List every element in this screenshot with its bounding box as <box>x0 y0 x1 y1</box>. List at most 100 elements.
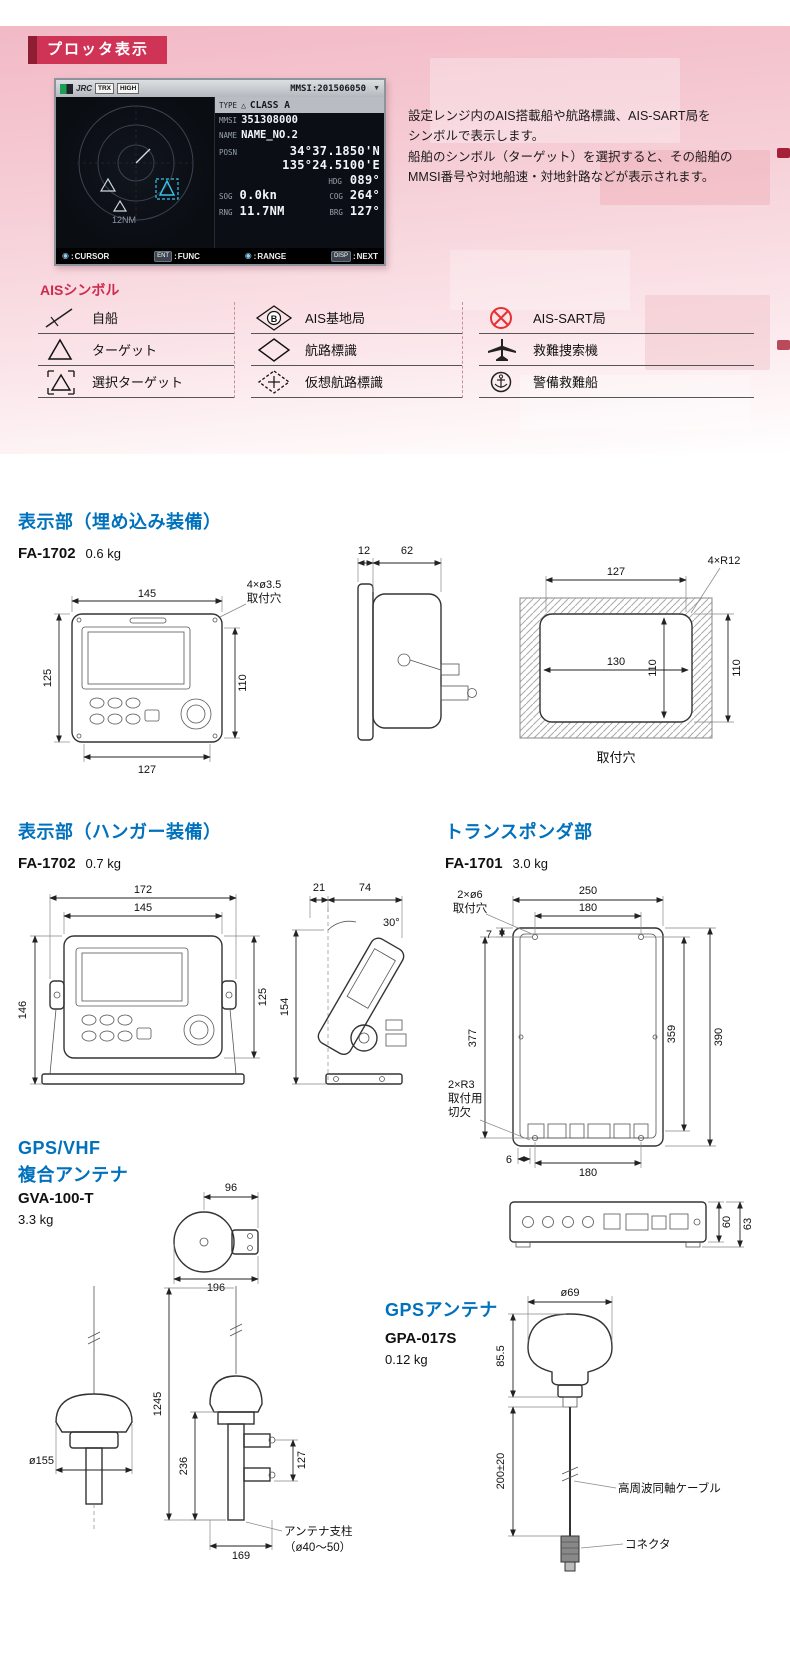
brand-label: JRC <box>76 84 93 93</box>
dim-cutout-top: 127 <box>607 566 625 578</box>
symbol-column-3: AIS-SART局 救難捜索機 警備救難船 <box>462 302 754 398</box>
transponder-bottom-body <box>509 1201 707 1248</box>
brg-label: BRG <box>329 208 343 217</box>
hanger-side-dimensions: 21 74 30° 154 <box>279 882 403 1085</box>
flush-side-drawing: 12 62 <box>357 545 477 741</box>
gva-side-dimensions: ø155 1245 236 127 169 アンテナ支柱 （ø40〜50） <box>29 1287 353 1562</box>
knob-icon: ◉ <box>244 251 252 260</box>
flush-side-dimensions: 12 62 <box>357 545 442 592</box>
target-icon <box>38 337 84 363</box>
hole-caption: 取付穴 <box>247 591 282 605</box>
section-title-hanger: 表示部（ハンガー装備） <box>18 822 222 842</box>
dim-height-right: 125 <box>257 988 269 1006</box>
symbol-row-virtual-aton: 仮想航路標識 <box>251 366 462 398</box>
radar-display: 12NM <box>77 105 195 225</box>
dim-depth-2: 63 <box>742 1218 754 1230</box>
dim-dome-diameter: ø69 <box>561 1287 580 1299</box>
dim-base-width: 169 <box>232 1550 250 1562</box>
name-value: NAME_NO.2 <box>241 129 298 141</box>
section-header: プロッタ表示 <box>28 36 168 64</box>
own-ship-symbol <box>135 148 151 164</box>
cog-label: COG <box>329 192 343 201</box>
softkey-label-next: NEXT <box>353 252 378 261</box>
dim-depth-1: 60 <box>721 1216 733 1228</box>
hdg-row: HDG 089° <box>215 173 384 187</box>
dim-cable-length: 200±20 <box>495 1453 507 1490</box>
dim-width-bottom: 127 <box>138 764 156 776</box>
model-weight-gva: 3.3 kg <box>18 1212 54 1227</box>
patrol-vessel-icon <box>479 369 525 395</box>
gpa-drawing: ø69 85.5 200±20 高周波同軸ケーブル コネクタ <box>495 1287 721 1572</box>
dim-outer-width: 250 <box>579 885 597 897</box>
transponder-dimensions: 250 180 2×ø6 取付穴 7 377 359 390 2×R3 取付用 … <box>448 885 725 1179</box>
dim-angle: 30° <box>383 917 400 929</box>
mmsi-label: MMSI <box>219 116 238 125</box>
own-ship-icon <box>38 305 84 331</box>
cutout-dimensions: 127 4×R12 130 110 110 取付穴 <box>543 555 743 765</box>
flush-side-device <box>357 583 477 741</box>
hanger-front-device <box>41 935 245 1085</box>
sar-aircraft-icon <box>479 337 525 363</box>
gva-top-drawing: 96 196 <box>173 1182 259 1294</box>
dim-height-right: 110 <box>237 674 249 692</box>
gva-antenna-left <box>55 1286 133 1530</box>
lat-value: 34°37.1850'N <box>289 144 380 158</box>
high-badge: HIGH <box>117 83 140 94</box>
posn-row: POSN 34°37.1850'N 135°24.5100'E <box>215 144 384 172</box>
model-number: GPA-017S <box>385 1330 457 1347</box>
section-title-gva-1: GPS/VHF <box>18 1138 101 1158</box>
screen-top-bar: JRC TRX HIGH MMSI:201506050 ▼ <box>56 80 384 97</box>
ent-key-icon: ENT <box>154 250 173 262</box>
notch-note-3: 切欠 <box>448 1105 471 1119</box>
class-a-icon: △ <box>241 100 246 110</box>
type-label: TYPE <box>219 100 238 110</box>
target-symbol <box>112 199 128 212</box>
dim-inner-width: 180 <box>579 902 597 914</box>
posn-label: POSN <box>219 148 238 157</box>
dim-height-outer: 390 <box>713 1028 725 1046</box>
radar-panel: 12NM <box>56 97 214 248</box>
jrc-logo-icon <box>60 83 73 94</box>
description-line: 設定レンジ内のAIS搭載船や航路標識、AIS-SART局を <box>408 109 711 123</box>
section-title-gpa: GPSアンテナ <box>385 1300 498 1320</box>
mmsi-row: MMSI 351308000 <box>215 114 384 128</box>
flush-front-drawing: 145 4×ø3.5 取付穴 125 110 127 <box>42 579 282 776</box>
gva-top-dimensions: 96 196 <box>173 1182 259 1294</box>
symbol-row-sart: AIS-SART局 <box>479 302 754 334</box>
gva-side-drawing: ø155 1245 236 127 169 アンテナ支柱 （ø40〜50） <box>29 1286 353 1562</box>
cable-note: 高周波同軸ケーブル <box>618 1481 721 1495</box>
dim-depth-1: 12 <box>358 545 370 557</box>
rng-label: RNG <box>219 208 233 217</box>
symbol-row-aton: 航路標識 <box>251 334 462 366</box>
disp-key-icon: DISP <box>330 250 351 262</box>
model-number: FA-1702 <box>18 545 76 562</box>
decor-block <box>430 58 680 143</box>
softkey-label-func: FUNC <box>174 252 200 261</box>
model-number: GVA-100-T <box>18 1190 94 1207</box>
softkey-next: DISP NEXT <box>330 250 378 262</box>
trackball-icon: ◉ <box>62 251 69 260</box>
symbol-label: ターゲット <box>92 343 158 358</box>
symbol-row-target: ターゲット <box>38 334 234 366</box>
aton-icon <box>251 337 297 363</box>
model-weight-gpa: 0.12 kg <box>385 1352 428 1367</box>
name-label: NAME <box>219 131 238 140</box>
description-text: 設定レンジ内のAIS搭載船や航路標識、AIS-SART局を シンボルで表示します… <box>408 106 772 187</box>
model-weight: 3.0 kg <box>512 856 548 871</box>
dim-cutout-width: 130 <box>607 656 625 668</box>
dim-bracket-spacing: 127 <box>296 1451 308 1469</box>
description-line: 船舶のシンボル（ターゲット）を選択すると、その船舶の <box>408 149 733 164</box>
description-line: シンボルで表示します。 <box>408 129 545 144</box>
hanger-side-device <box>317 908 407 1085</box>
transponder-front-drawing: 250 180 2×ø6 取付穴 7 377 359 390 2×R3 取付用 … <box>448 885 725 1179</box>
sog-label: SOG <box>219 192 233 201</box>
model-weight: 0.7 kg <box>85 856 121 871</box>
hole-note: 4×ø3.5 <box>247 579 282 591</box>
symbol-label: AIS-SART局 <box>533 311 606 326</box>
virtual-aton-icon <box>251 369 297 395</box>
brg-value: 127° <box>349 204 380 218</box>
page-title: プロッタ表示 <box>37 36 168 64</box>
gva-top-body <box>173 1211 259 1273</box>
